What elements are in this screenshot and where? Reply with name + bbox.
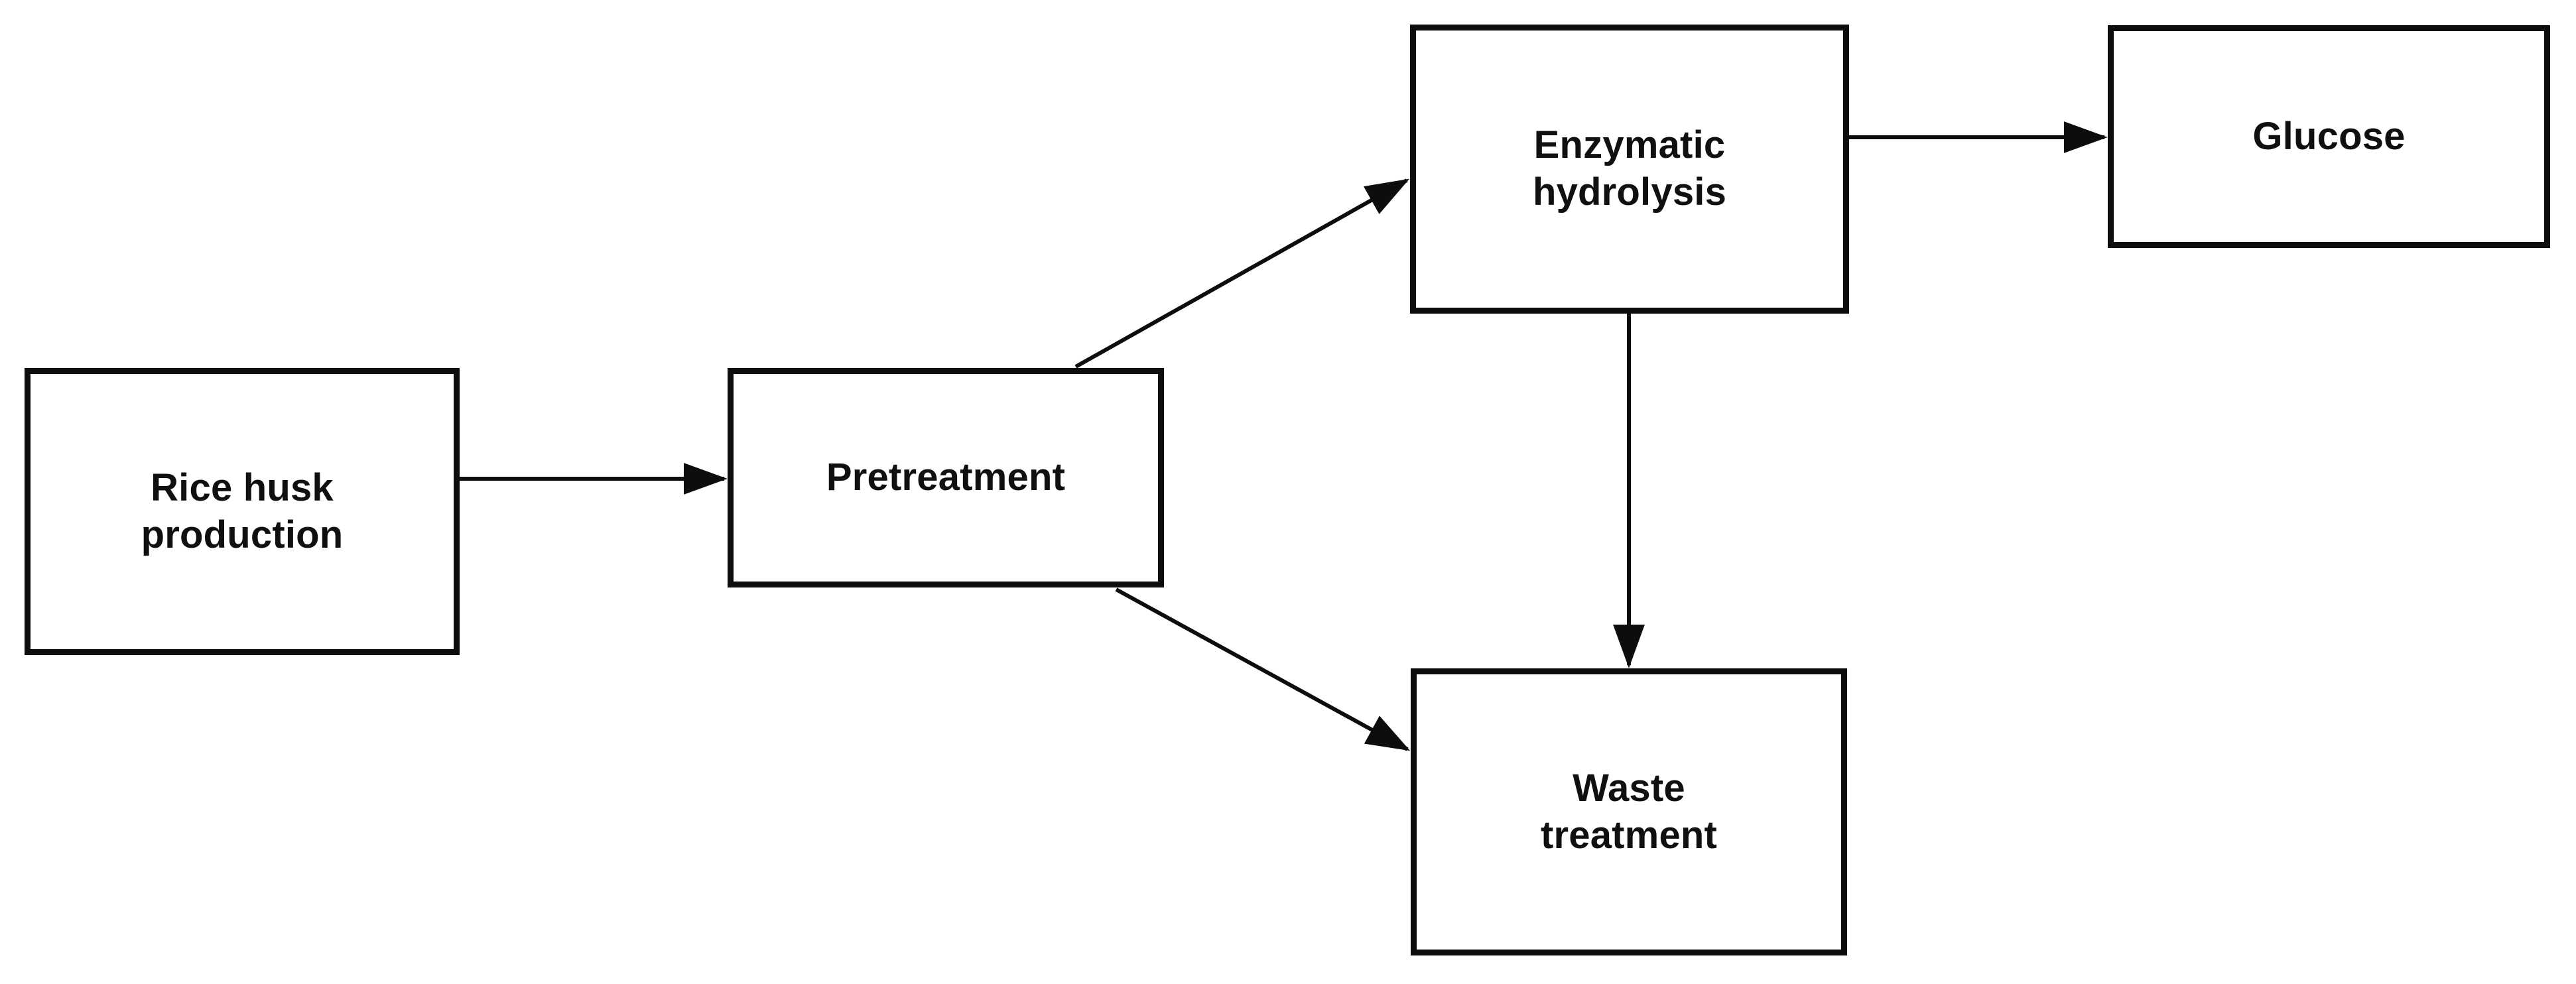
node-waste-treatment[interactable]: Waste treatment xyxy=(1411,668,1847,955)
edge-pretreatment-to-waste-treatment xyxy=(1115,587,1411,751)
node-enzymatic-hydrolysis[interactable]: Enzymatic hydrolysis xyxy=(1410,25,1849,314)
node-label-rice-husk-production: Rice husk production xyxy=(141,465,344,556)
node-rice-husk-production[interactable]: Rice husk production xyxy=(25,368,460,655)
node-label-waste-treatment: Waste treatment xyxy=(1540,766,1718,857)
node-label-enzymatic-hydrolysis: Enzymatic hydrolysis xyxy=(1532,123,1727,214)
node-pretreatment[interactable]: Pretreatment xyxy=(728,368,1164,587)
edge-pretreatment-to-enzymatic-hydrolysis xyxy=(1074,178,1410,369)
node-glucose[interactable]: Glucose xyxy=(2108,25,2550,248)
node-label-glucose: Glucose xyxy=(2252,114,2406,158)
node-label-pretreatment: Pretreatment xyxy=(826,456,1066,499)
